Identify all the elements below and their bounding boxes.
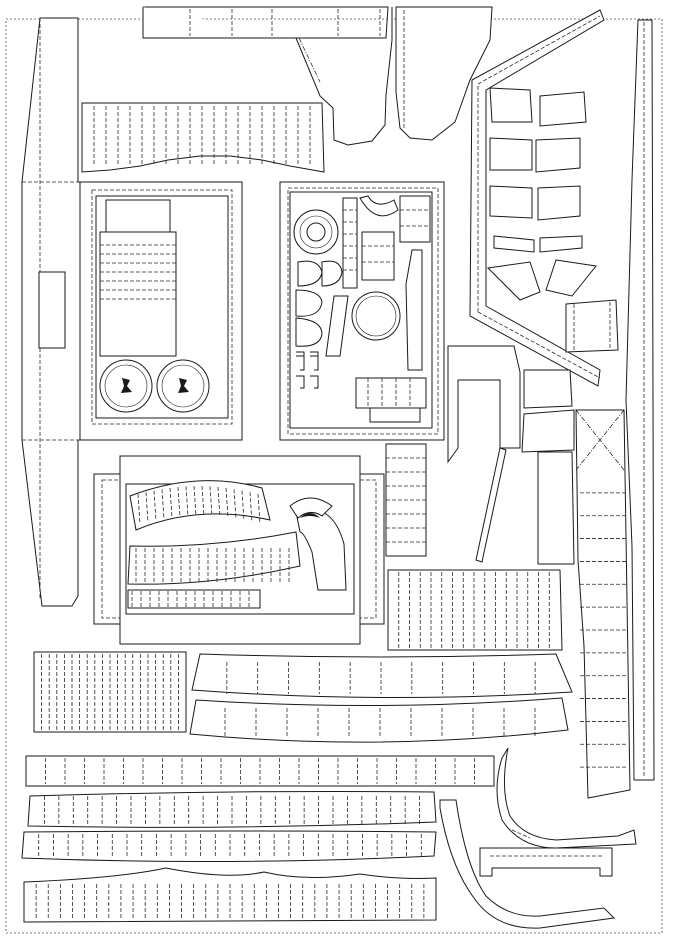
curved-arm-lower <box>439 799 616 929</box>
page-border <box>5 18 663 934</box>
long-strip-1 <box>25 755 495 787</box>
curved-strip-upper <box>191 653 573 699</box>
long-strip-2 <box>27 791 437 828</box>
narrow-ribbed-strip <box>385 443 427 557</box>
left-chassis-box <box>79 181 243 441</box>
ribbed-panel-left <box>33 651 187 733</box>
curved-arm-upper <box>496 747 637 849</box>
top-right-wing-piece <box>395 6 493 141</box>
right-tall-strip-part <box>625 19 655 781</box>
handle-bar-piece <box>479 847 613 877</box>
ribbed-panel-right <box>387 569 563 651</box>
left-wing-part <box>21 17 81 607</box>
cabin-part <box>447 345 575 565</box>
diagonal-frame-part <box>469 9 619 387</box>
right-vertical-strip-part <box>575 409 631 799</box>
arch-strip-part <box>81 102 325 173</box>
top-tab-strip-part <box>142 6 393 146</box>
center-parts-box <box>279 181 445 441</box>
curved-strip-lower <box>189 697 569 743</box>
arches-box <box>93 455 385 645</box>
long-strip-4 <box>23 867 437 923</box>
long-strip-3 <box>21 830 437 863</box>
